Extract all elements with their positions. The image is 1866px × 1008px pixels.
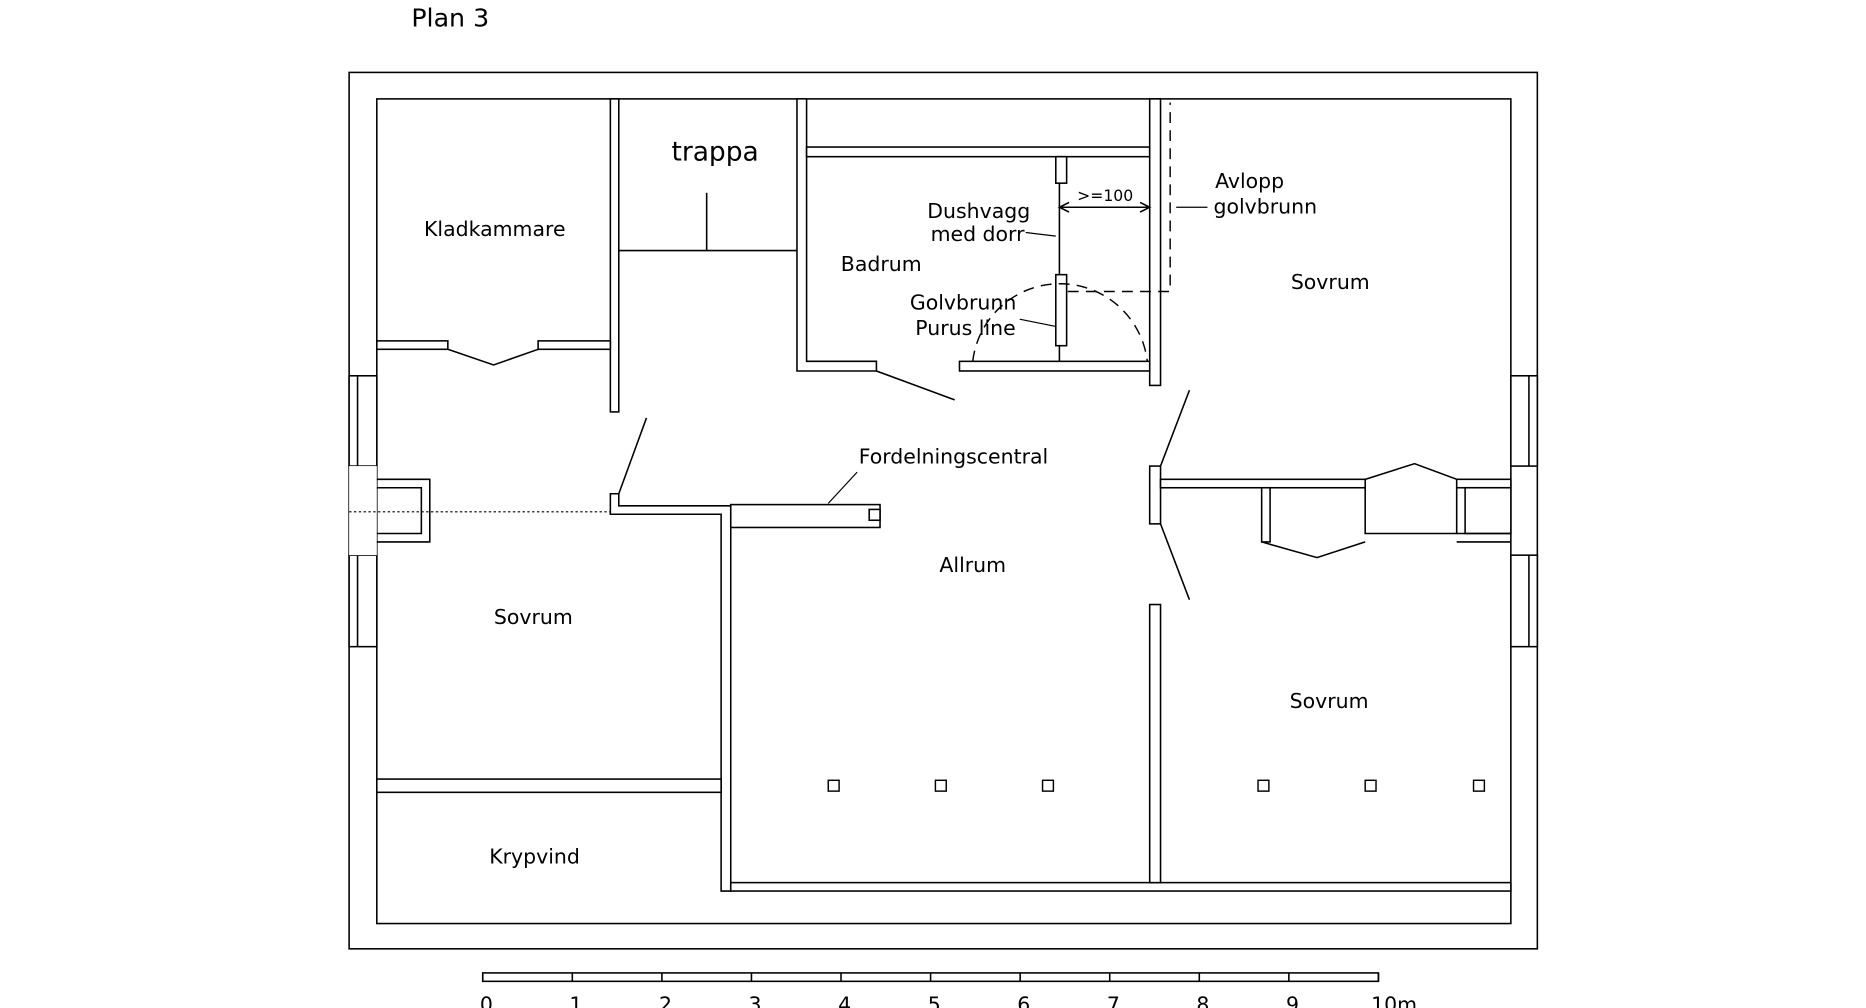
- label-med-dorr: med dorr: [931, 222, 1026, 246]
- doors: [447, 348, 1191, 600]
- room-sovrum-w: Sovrum: [494, 605, 573, 629]
- scale-label: 1: [569, 992, 582, 1008]
- door-swing-arc: [972, 283, 1149, 362]
- plan-title: Plan 3: [411, 4, 489, 33]
- scale-label: 2: [659, 992, 672, 1008]
- label-dushvagg: Dushvagg: [927, 199, 1030, 223]
- scale-label: 7: [1107, 992, 1120, 1008]
- dimension-arrow: [1057, 201, 1152, 213]
- room-allrum: Allrum: [939, 553, 1006, 577]
- label-avlopp: Avlopp: [1215, 169, 1284, 193]
- scale-label: 6: [1017, 992, 1030, 1008]
- chimney: [349, 466, 611, 556]
- shower-wall: [1055, 155, 1068, 362]
- scale-label: 4: [838, 992, 851, 1008]
- room-trappa: trappa: [671, 136, 758, 167]
- label-golvbrunn: Golvbrunn: [910, 291, 1016, 315]
- room-sovrum-se: Sovrum: [1290, 689, 1369, 713]
- room-badrum: Badrum: [841, 252, 922, 276]
- windows: [348, 375, 1539, 648]
- label-avlopp-golvbrunn: golvbrunn: [1213, 194, 1317, 218]
- room-sovrum-ne: Sovrum: [1291, 270, 1370, 294]
- scale-bar: 0 1 2 3 4 5 6 7 8 9 10m: [480, 972, 1417, 1008]
- scale-label: 10m: [1371, 992, 1417, 1008]
- scale-label: 8: [1196, 992, 1209, 1008]
- scale-label: 5: [928, 992, 941, 1008]
- scale-label: 9: [1286, 992, 1299, 1008]
- interior-walls: [376, 98, 1512, 892]
- scale-label: 0: [480, 992, 493, 1008]
- room-kladkammare: Kladkammare: [424, 217, 566, 241]
- scale-label: 3: [749, 992, 762, 1008]
- room-krypvind: Krypvind: [489, 844, 580, 868]
- leader-lines: [827, 206, 1208, 504]
- posts: [827, 779, 1486, 792]
- dimension-label: >=100: [1077, 186, 1133, 205]
- label-purus-line: Purus line: [915, 316, 1015, 340]
- label-fordelningscentral: Fordelningscentral: [859, 445, 1049, 469]
